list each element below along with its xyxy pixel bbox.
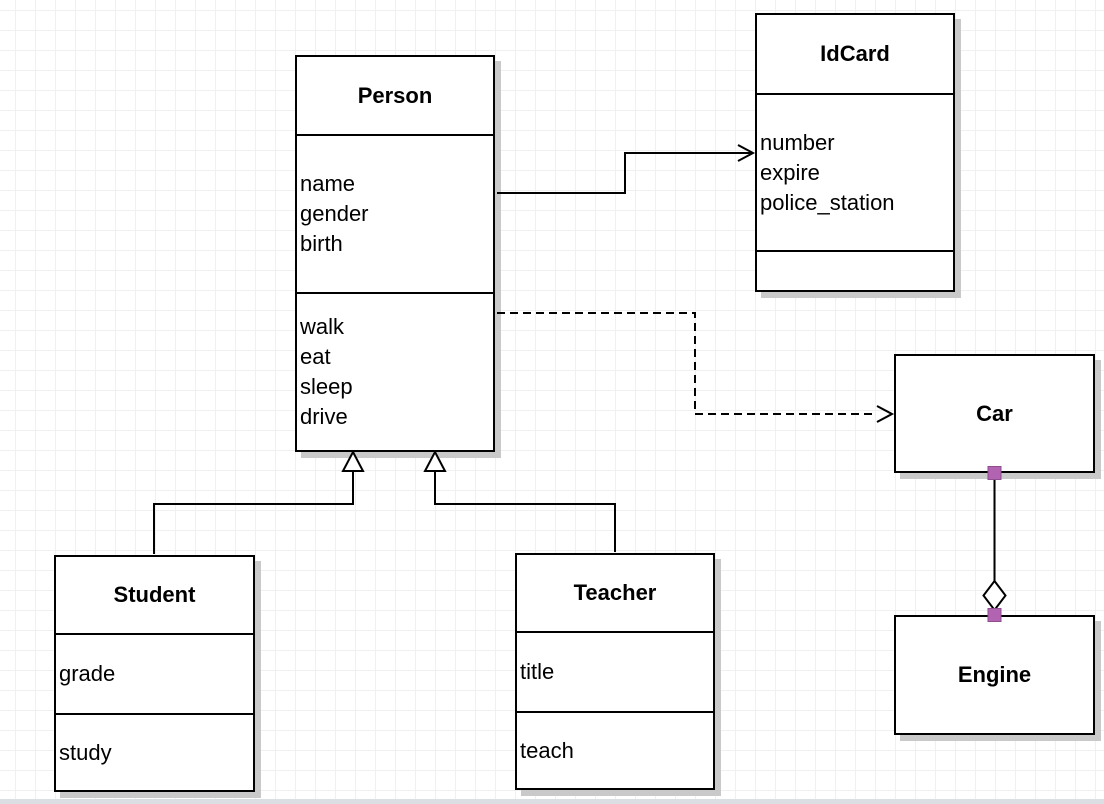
attribute: birth	[300, 231, 343, 256]
hollow-triangle-icon	[341, 449, 365, 472]
attribute: number	[760, 129, 835, 155]
canvas-bottom-edge	[0, 799, 1104, 804]
class-engine[interactable]: Engine	[894, 615, 1095, 735]
attribute: gender	[300, 201, 369, 226]
edge-person-idcard[interactable]	[497, 144, 756, 194]
edge-car-engine[interactable]	[982, 466, 1007, 622]
attribute: grade	[59, 661, 116, 686]
class-idcard-title: IdCard	[820, 41, 890, 66]
class-student-methods: study	[56, 713, 253, 790]
class-engine-title: Engine	[957, 662, 1032, 687]
class-person-title: Person	[357, 82, 433, 108]
method: sleep	[300, 374, 353, 399]
class-teacher-title: Teacher	[573, 580, 657, 605]
class-person[interactable]: Person name gender birth walk eat sleep …	[295, 55, 495, 452]
class-student[interactable]: Student grade study	[54, 555, 255, 792]
edge-student-person[interactable]	[153, 449, 365, 554]
class-student-title: Student	[113, 582, 196, 607]
edge-person-car[interactable]	[497, 312, 895, 423]
hollow-triangle-icon	[423, 449, 447, 472]
class-car-title: Car	[976, 400, 1013, 426]
class-teacher-methods: teach	[517, 711, 713, 788]
edge-teacher-person[interactable]	[423, 449, 616, 552]
class-student-attributes: grade	[56, 633, 253, 713]
attribute: title	[520, 659, 555, 684]
open-arrow-icon	[876, 405, 895, 423]
open-arrow-icon	[737, 144, 756, 162]
attribute: expire	[760, 159, 820, 185]
class-car[interactable]: Car	[894, 354, 1095, 473]
method: teach	[520, 737, 574, 763]
method: walk	[300, 314, 345, 339]
attribute: name	[300, 171, 356, 196]
method: drive	[300, 404, 348, 429]
class-person-methods: walk eat sleep drive	[297, 292, 493, 450]
class-idcard-attributes: number expire police_station	[757, 93, 953, 250]
attribute: police_station	[760, 189, 895, 215]
method: study	[59, 739, 112, 765]
class-teacher[interactable]: Teacher title teach	[515, 553, 715, 790]
class-teacher-attributes: title	[517, 631, 713, 711]
method: eat	[300, 344, 331, 369]
hollow-diamond-icon	[982, 579, 1007, 612]
class-person-attributes: name gender birth	[297, 134, 493, 292]
class-idcard-methods	[757, 250, 953, 290]
class-idcard[interactable]: IdCard number expire police_station	[755, 13, 955, 292]
